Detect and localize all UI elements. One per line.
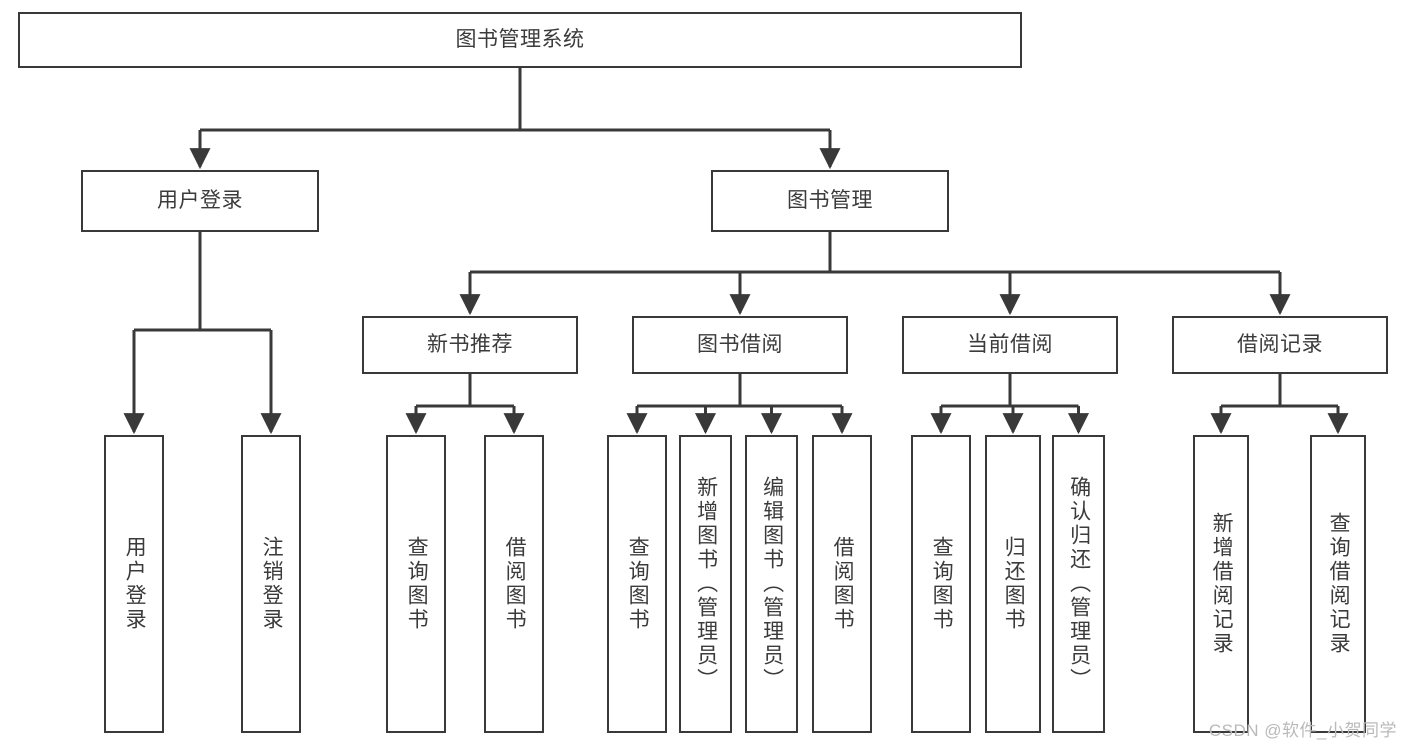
node-label: 借阅记录 xyxy=(1237,332,1323,356)
watermark-text: CSDN @软件_小贺同学 xyxy=(1208,721,1397,740)
node-label: 图书借阅 xyxy=(697,332,783,356)
node-label: 查询图书 xyxy=(405,536,429,632)
node-label: 图书管理系统 xyxy=(455,27,585,51)
node-label: 借阅图书 xyxy=(831,536,855,632)
node-book-borrow[interactable]: 图书借阅 xyxy=(632,316,848,374)
node-leaf-confirm-return-admin[interactable]: 确认归还（管理员） xyxy=(1052,435,1105,733)
node-root[interactable]: 图书管理系统 xyxy=(18,12,1022,68)
node-label: 查询图书 xyxy=(930,536,954,632)
node-leaf-logout[interactable]: 注销登录 xyxy=(241,435,301,733)
node-leaf-borrow-book[interactable]: 借阅图书 xyxy=(812,435,872,733)
node-leaf-query-book-recommend[interactable]: 查询图书 xyxy=(386,435,446,733)
node-leaf-add-book-admin[interactable]: 新增图书（管理员） xyxy=(679,435,732,733)
node-label: 借阅图书 xyxy=(503,536,527,632)
node-label: 用户登录 xyxy=(157,188,243,212)
node-label: 编辑图书（管理员） xyxy=(760,476,784,692)
node-label: 归还图书 xyxy=(1002,536,1026,632)
node-label: 新书推荐 xyxy=(427,332,513,356)
node-leaf-borrow-book-recommend[interactable]: 借阅图书 xyxy=(484,435,544,733)
node-label: 新增图书（管理员） xyxy=(694,476,718,692)
node-user-login[interactable]: 用户登录 xyxy=(81,170,319,232)
node-book-management[interactable]: 图书管理 xyxy=(711,170,949,232)
node-label: 注销登录 xyxy=(260,536,284,632)
node-label: 查询借阅记录 xyxy=(1327,512,1351,656)
node-label: 确认归还（管理员） xyxy=(1067,476,1091,692)
node-new-book-recommend[interactable]: 新书推荐 xyxy=(362,316,578,374)
node-leaf-query-book-current[interactable]: 查询图书 xyxy=(911,435,971,733)
node-leaf-query-borrow-record[interactable]: 查询借阅记录 xyxy=(1310,435,1366,733)
node-leaf-add-borrow-record[interactable]: 新增借阅记录 xyxy=(1193,435,1249,733)
node-borrow-record[interactable]: 借阅记录 xyxy=(1172,316,1388,374)
node-label: 查询图书 xyxy=(626,536,650,632)
node-label: 新增借阅记录 xyxy=(1210,512,1234,656)
node-leaf-query-book-borrow[interactable]: 查询图书 xyxy=(607,435,667,733)
node-leaf-edit-book-admin[interactable]: 编辑图书（管理员） xyxy=(745,435,798,733)
node-leaf-return-book[interactable]: 归还图书 xyxy=(985,435,1041,733)
node-current-borrow[interactable]: 当前借阅 xyxy=(902,316,1118,374)
node-label: 图书管理 xyxy=(787,188,873,212)
node-leaf-user-login[interactable]: 用户登录 xyxy=(104,435,164,733)
node-label: 当前借阅 xyxy=(967,332,1053,356)
node-label: 用户登录 xyxy=(123,536,147,632)
